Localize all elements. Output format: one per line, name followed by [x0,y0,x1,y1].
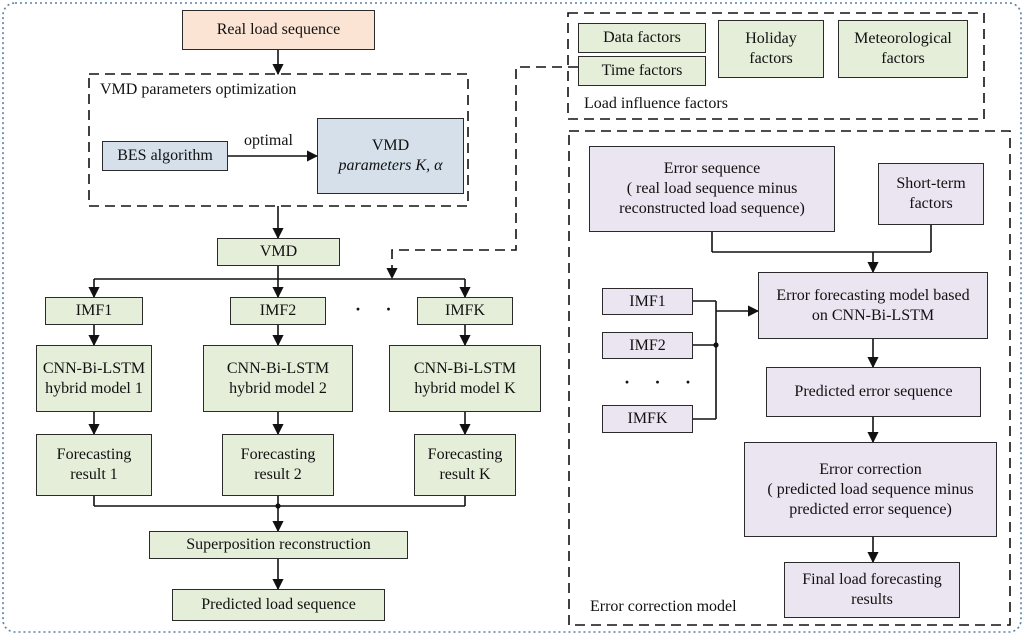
forecasting-result-k-line1: Forecasting [427,446,503,463]
predicted-error-label: Predicted error sequence [794,383,953,400]
hybrid-model-2-line1: CNN-Bi-LSTM [226,359,330,377]
forecasting-result-1-line2: result 1 [70,466,118,483]
data-factors-label: Data factors [603,29,681,46]
error-sequence-line3: reconstructed load sequence) [619,200,805,217]
bes-algorithm-box: BES algorithm [102,141,228,171]
error-sequence-line2: ( real load sequence minus [626,180,798,197]
superposition-label: Superposition reconstruction [186,536,371,553]
hybrid-model-1-line2: hybrid model 1 [45,379,143,397]
time-factors-box: Time factors [578,56,706,86]
predicted-load-sequence-box: Predicted load sequence [172,589,385,621]
forecasting-result-k-line2: result K [439,466,491,483]
error-correction-box: Error correction ( predicted load sequen… [744,442,997,537]
hybrid-model-1-line1: CNN-Bi-LSTM [42,359,146,377]
hybrid-model-k-line2: hybrid model K [414,379,516,397]
short-term-factors-box: Short-term factors [878,163,984,225]
data-factors-box: Data factors [578,23,706,53]
ec-imf2-label: IMF2 [629,336,666,354]
holiday-factors-line2: factors [749,50,793,67]
dashed-influence-connector [386,66,578,280]
holiday-factors-line1: Holiday [745,30,797,47]
vmd-label: VMD [259,243,298,260]
short-term-line2: factors [909,195,953,212]
imf-bus-junction-dot [713,342,719,348]
load-influence-factors-title: Load influence factors [584,95,728,112]
error-correction-frame [568,130,1011,626]
influence-factors-frame [567,12,985,120]
ec-imf-ellipsis: · · · [624,372,702,392]
hybrid-model-k-box: CNN-Bi-LSTM hybrid model K [389,345,541,412]
forecasting-result-2-line2: result 2 [254,466,302,483]
meteorological-factors-line1: Meteorological [854,30,952,47]
final-load-line2: results [851,591,893,608]
final-load-line1: Final load forecasting [802,571,942,588]
imf2-label: IMF2 [259,302,297,319]
error-correction-model-title: Error correction model [590,598,737,615]
time-factors-label: Time factors [601,62,683,79]
error-correction-line3: predicted error sequence) [789,500,952,518]
final-load-forecasting-box: Final load forecasting results [784,562,960,618]
meteorological-factors-line2: factors [881,50,925,67]
hybrid-model-k-line1: CNN-Bi-LSTM [413,359,517,377]
error-forecasting-model-box: Error forecasting model based on CNN-Bi-… [758,272,988,339]
bes-algorithm-label: BES algorithm [117,147,213,164]
forecasting-result-2-line1: Forecasting [240,446,316,463]
forecasting-result-1-box: Forecasting result 1 [36,434,152,496]
ec-imf1-box: IMF1 [602,288,693,315]
imfk-box: IMFK [417,297,513,325]
vmd-parameters-box: VMD parameters K, α [317,118,464,194]
holiday-factors-box: Holiday factors [718,20,824,78]
imfk-label: IMFK [444,302,485,319]
error-sequence-box: Error sequence ( real load sequence minu… [589,146,835,232]
forecasting-result-2-box: Forecasting result 2 [222,434,334,496]
predicted-load-label: Predicted load sequence [201,596,356,613]
vmd-parameters-line2: parameters K, α [338,157,443,174]
efm-line2: on CNN-Bi-LSTM [811,306,935,324]
columns-ellipsis: · · · [355,299,433,319]
meteorological-factors-box: Meteorological factors [838,20,968,78]
predicted-error-sequence-box: Predicted error sequence [766,367,981,417]
ec-imfk-box: IMFK [602,405,693,433]
vmd-optimization-title: VMD parameters optimization [100,81,297,98]
error-sequence-line1: Error sequence [663,160,761,177]
hybrid-model-2-line2: hybrid model 2 [229,379,327,397]
real-load-label: Real load sequence [216,21,341,38]
forecasting-result-1-line1: Forecasting [56,446,132,463]
error-correction-line2: ( predicted load sequence minus [767,480,974,498]
hybrid-model-1-box: CNN-Bi-LSTM hybrid model 1 [36,345,152,412]
vmd-box: VMD [217,238,340,266]
forecasting-result-k-box: Forecasting result K [414,434,516,496]
imf1-label: IMF1 [75,302,113,319]
hybrid-model-2-box: CNN-Bi-LSTM hybrid model 2 [203,345,353,412]
imf1-box: IMF1 [45,297,143,325]
merge-junction-dot [275,503,281,509]
efm-line1: Error forecasting model based [776,286,970,304]
error-correction-line1: Error correction [819,460,922,478]
real-load-sequence-box: Real load sequence [182,10,375,50]
optimal-label: optimal [244,132,293,149]
ec-imfk-label: IMFK [627,410,668,427]
short-term-line1: Short-term [896,175,966,192]
ec-imf1-label: IMF1 [629,292,666,310]
vmd-parameters-line1: VMD [371,137,410,154]
ec-imf2-box: IMF2 [602,332,693,359]
imf2-box: IMF2 [230,297,326,325]
superposition-reconstruction-box: Superposition reconstruction [149,531,408,559]
